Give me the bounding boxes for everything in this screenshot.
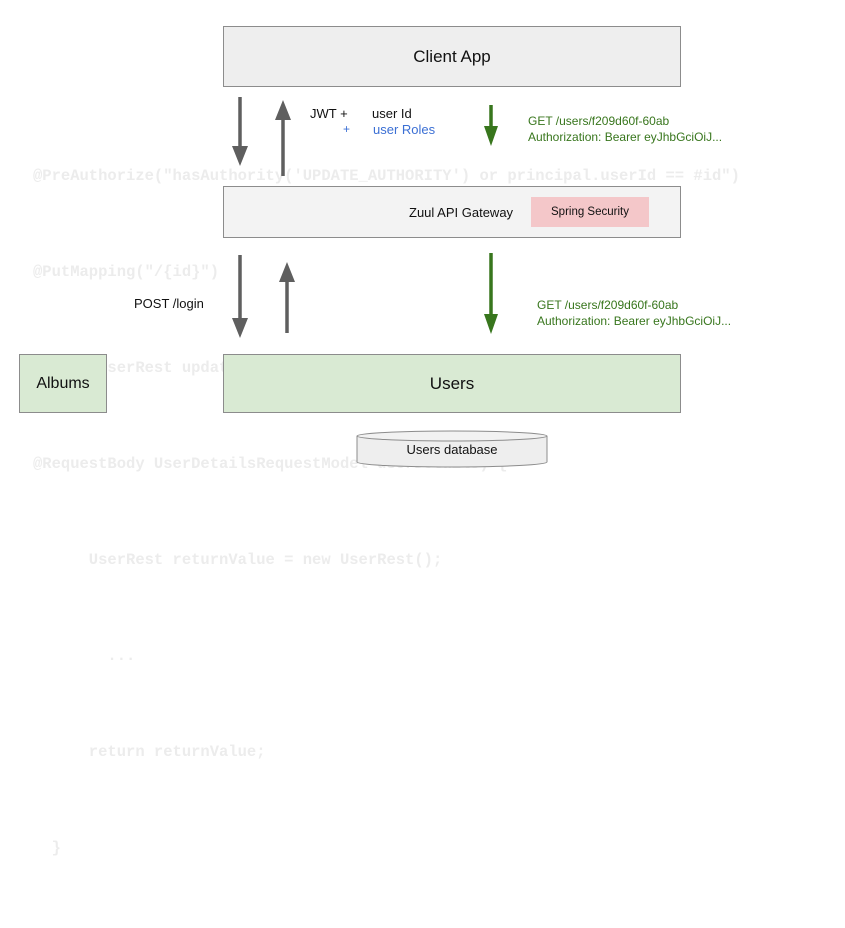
zuul-gateway-label: Zuul API Gateway xyxy=(409,204,514,220)
spring-security-label: Spring Security xyxy=(551,206,629,218)
users-service-box: Users xyxy=(223,354,681,413)
code-line: @PreAuthorize("hasAuthority('UPDATE_AUTH… xyxy=(33,167,740,185)
spring-security-box: Spring Security xyxy=(531,197,649,227)
client-app-label: Client App xyxy=(413,46,491,66)
albums-service-label: Albums xyxy=(36,374,90,392)
arrows-layer xyxy=(232,97,548,468)
authorization-label-2: Authorization: Bearer eyJhbGciOiJ... xyxy=(537,314,732,328)
user-roles-label: user Roles xyxy=(373,122,436,137)
users-service-label: Users xyxy=(429,373,475,393)
green-arrow-client-to-gateway xyxy=(484,105,498,146)
post-login-label: POST /login xyxy=(134,296,204,311)
arrow-users-to-gateway xyxy=(279,262,295,333)
arrow-gateway-to-client xyxy=(275,100,291,176)
code-line: return returnValue; xyxy=(33,743,266,761)
plus-label: + xyxy=(343,122,351,136)
users-database-label: Users database xyxy=(357,434,547,464)
green-arrow-gateway-to-users xyxy=(484,253,498,334)
albums-service-box: Albums xyxy=(19,354,107,413)
user-id-label: user Id xyxy=(372,106,412,121)
jwt-label: JWT + xyxy=(310,106,348,121)
code-line: @PutMapping("/{id}") xyxy=(33,263,220,281)
code-line: UserRest returnValue = new UserRest(); xyxy=(33,551,443,569)
zuul-gateway-box: Zuul API Gateway Spring Security xyxy=(223,186,681,238)
code-line: ... xyxy=(33,647,136,665)
get-request-label-2: GET /users/f209d60f-60ab xyxy=(537,298,679,312)
client-app-box: Client App xyxy=(223,26,681,87)
code-line: } xyxy=(33,839,61,857)
diagram-canvas: @PreAuthorize("hasAuthority('UPDATE_AUTH… xyxy=(19,26,740,857)
authorization-label-1: Authorization: Bearer eyJhbGciOiJ... xyxy=(528,130,723,144)
get-request-label-1: GET /users/f209d60f-60ab xyxy=(528,114,670,128)
users-database-text: Users database xyxy=(406,441,498,457)
users-database-cylinder xyxy=(356,430,548,468)
arrow-gateway-to-users xyxy=(232,255,248,338)
arrow-client-to-gateway xyxy=(232,97,248,166)
